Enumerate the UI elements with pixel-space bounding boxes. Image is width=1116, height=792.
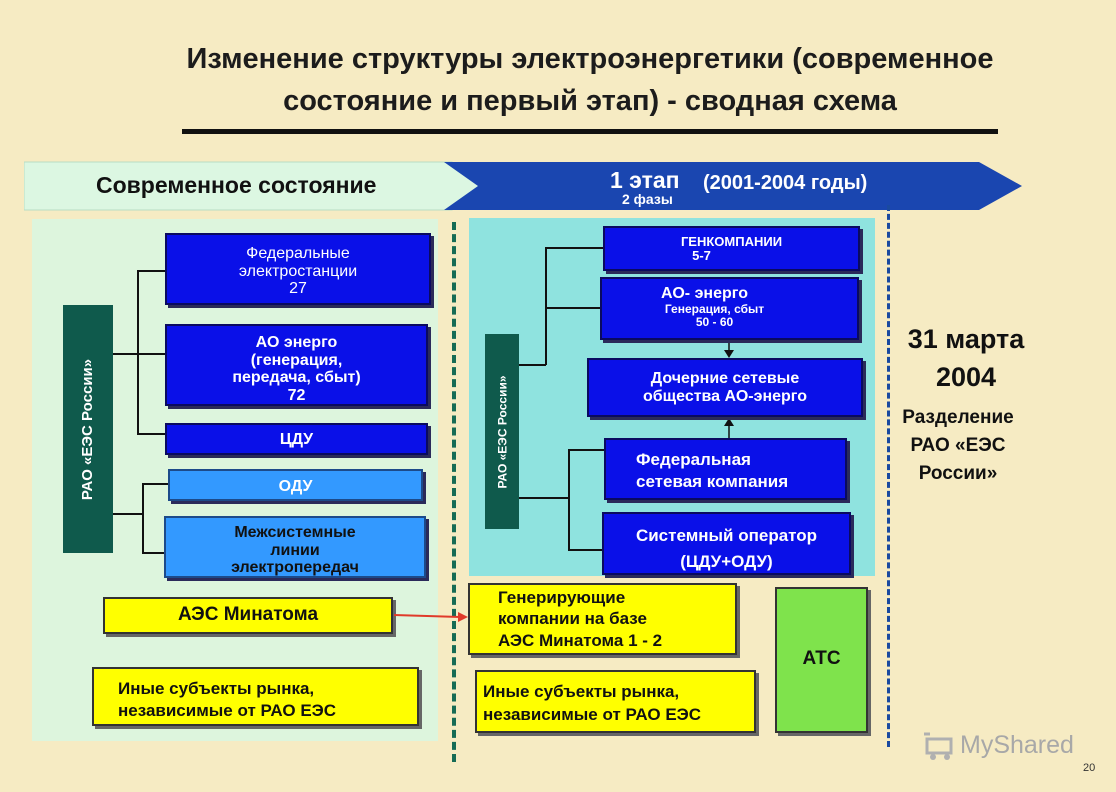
connector (519, 497, 569, 499)
right-ao-line-2: Генерация, сбыт (664, 301, 765, 316)
so-line-1: Системный оператор (635, 526, 818, 545)
left-other-line-2: независимые от РАО ЕЭС (118, 701, 337, 721)
banner-stage-label: 1 этап (610, 167, 680, 193)
connector (519, 364, 546, 366)
right-ao-energo-box: АО- энерго Генерация, сбыт 50 - 60 (600, 277, 859, 340)
fed-stations-line-1: Федеральные (246, 245, 350, 262)
gen-aes-line-3: АЭС Минатома 1 - 2 (498, 630, 663, 650)
system-operator-box: Системный оператор (ЦДУ+ОДУ) (602, 512, 851, 575)
right-rao-label: РАО «ЕЭС России» (495, 375, 509, 488)
ao-energo-line-3: передача, сбыт) (232, 369, 361, 387)
deadline-note: Разделение РАО «ЕЭС России» (890, 404, 1026, 488)
genco-line-1: ГЕНКОМПАНИИ (680, 234, 783, 249)
odu-label: ОДУ (278, 478, 313, 495)
subsidiary-line-1: Дочерние сетевые (650, 370, 800, 387)
gen-aes-line-1: Генерирующие (498, 588, 626, 607)
right-rao-bar: РАО «ЕЭС России» (485, 334, 519, 529)
gen-companies-aes-box: Генерирующие компании на базе АЭС Минато… (468, 583, 737, 655)
connector (545, 247, 547, 365)
connector (142, 483, 168, 485)
subsidiary-grid-box: Дочерние сетевые общества АО-энерго (587, 358, 863, 417)
right-other-line-2: независимые от РАО ЕЭС (483, 704, 702, 724)
ao-energo-line-2: (генерация, (250, 351, 343, 369)
gencompanies-box: ГЕНКОМПАНИИ 5-7 (603, 226, 860, 271)
fsk-line-1: Федеральная (636, 450, 751, 469)
fed-stations-line-2: электростанции (238, 262, 358, 280)
banner-current-label: Современное состояние (96, 172, 377, 198)
cdu-box: ЦДУ (165, 423, 428, 455)
title-line-2: состояние и первый этап) - сводная схема (283, 85, 897, 117)
title-line-1: Изменение структуры электроэнергетики (с… (186, 43, 994, 75)
watermark-text: MyShared (960, 731, 1074, 759)
ao-energo-line-4: 72 (287, 386, 306, 404)
connector (568, 449, 570, 550)
banner-years-label: (2001-2004 годы) (703, 172, 868, 194)
connector (113, 353, 138, 355)
ats-box: АТС (775, 587, 868, 733)
connector (142, 552, 164, 554)
genco-line-2: 5-7 (692, 248, 711, 264)
left-other-line-1: Иные субъекты рынка, (118, 679, 315, 698)
gen-aes-line-2: компании на базе (498, 609, 647, 629)
aes-minatom-label: АЭС Минатома (177, 604, 319, 625)
intersystem-line-2: линии (270, 541, 320, 559)
section-divider (452, 222, 456, 762)
left-rao-label: РАО «ЕЭС России» (79, 358, 97, 500)
deadline-date-line-2: 2004 (935, 362, 997, 392)
connector (545, 247, 603, 249)
arrow-up-icon (724, 418, 734, 440)
deadline-note-line-2: РАО «ЕЭС (910, 435, 1006, 456)
left-other-market-box: Иные субъекты рынка, независимые от РАО … (92, 667, 419, 726)
connector (142, 483, 144, 553)
banner-phases-label: 2 фазы (622, 191, 673, 207)
so-line-2: (ЦДУ+ОДУ) (680, 551, 773, 571)
intersystem-line-1: Межсистемные (234, 524, 356, 541)
federal-grid-company-box: Федеральная сетевая компания (604, 438, 847, 500)
deadline-note-line-1: Разделение (902, 407, 1014, 428)
ats-label: АТС (802, 648, 841, 669)
timeline-banner (24, 161, 1022, 211)
connector (137, 270, 165, 272)
right-other-line-1: Иные субъекты рынка, (483, 682, 680, 701)
connector (568, 549, 602, 551)
transfer-arrow (393, 612, 468, 622)
right-ao-line-1: АО- энерго (661, 285, 748, 302)
connector (137, 353, 165, 355)
right-other-market-box: Иные субъекты рынка, независимые от РАО … (475, 670, 756, 733)
connector (568, 449, 604, 451)
connector (545, 307, 600, 309)
connector (113, 513, 143, 515)
slide-title: Изменение структуры электроэнергетики (с… (120, 38, 1060, 122)
intersystem-lines-box: Межсистемные линии электропередач (164, 516, 426, 578)
federal-power-plants-box: Федеральные электростанции 27 (165, 233, 431, 305)
left-rao-bar: РАО «ЕЭС России» (63, 305, 113, 553)
subsidiary-line-2: общества АО-энерго (642, 387, 808, 405)
arrow-down-icon (724, 340, 734, 358)
deadline-divider (887, 205, 890, 747)
ao-energo-box: АО энерго (генерация, передача, сбыт) 72 (165, 324, 428, 406)
fsk-line-2: сетевая компания (636, 472, 789, 492)
deadline-date: 31 марта 2004 (896, 320, 1036, 396)
right-ao-line-3: 50 - 60 (695, 314, 734, 329)
cdu-label: ЦДУ (279, 431, 314, 448)
page-number: 20 (1083, 762, 1096, 774)
connector (137, 270, 139, 434)
aes-minatom-box: АЭС Минатома (103, 597, 393, 634)
ao-energo-line-1: АО энерго (255, 334, 338, 351)
title-underline (182, 129, 998, 134)
fed-stations-line-3: 27 (289, 280, 307, 298)
deadline-date-line-1: 31 марта (907, 324, 1025, 354)
connector (137, 433, 165, 435)
odu-box: ОДУ (168, 469, 423, 501)
intersystem-line-3: электропередач (231, 559, 359, 577)
deadline-note-line-3: России» (918, 463, 998, 484)
watermark-cart-icon (924, 732, 953, 760)
